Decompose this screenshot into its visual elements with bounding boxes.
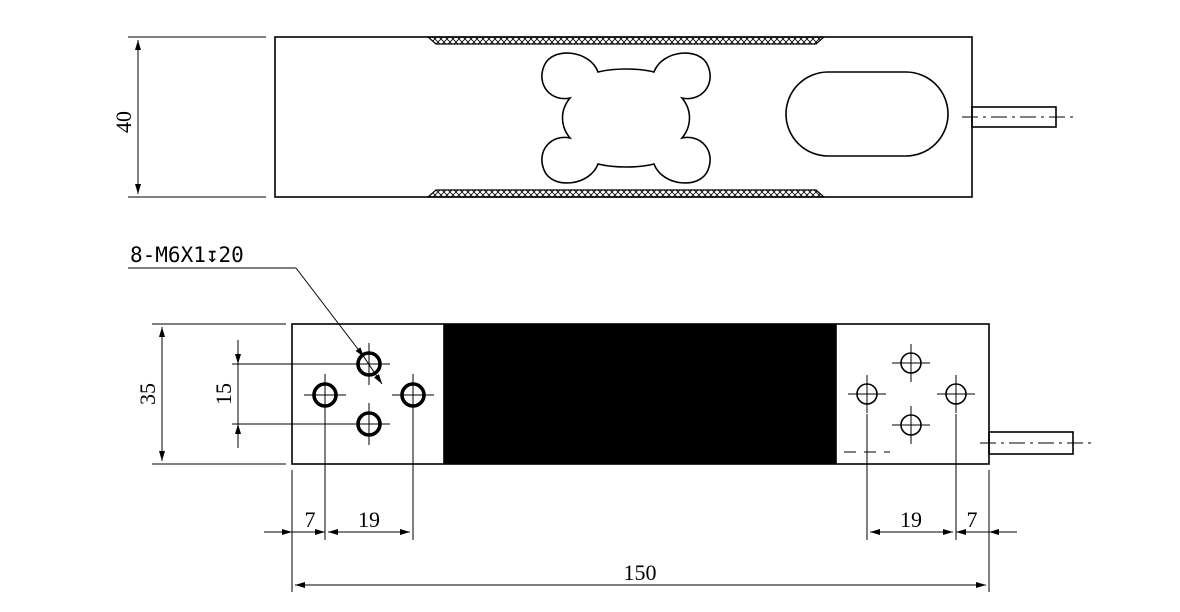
thread-callout-text: 8-M6X1↧20 xyxy=(130,243,244,267)
left-hole-group xyxy=(304,343,434,445)
right-hole-top xyxy=(892,344,930,382)
right-hole-group xyxy=(848,344,975,444)
top-view: 40 xyxy=(111,36,1074,198)
right-spacing-dim-text: 19 xyxy=(900,507,922,532)
bottom-view: 35 15 8-M6X1↧20 7 19 19 7 150 xyxy=(128,243,1092,592)
right-hole-left xyxy=(848,375,886,413)
callout-leader xyxy=(295,267,365,358)
strain-gauge-area xyxy=(444,324,836,464)
right-edge-dim-text: 7 xyxy=(967,507,978,532)
flexure-cutout xyxy=(541,52,711,184)
right-hole-right xyxy=(937,375,975,413)
bottom-knurl-band xyxy=(426,189,826,198)
total-length-dim-text: 150 xyxy=(624,560,657,585)
left-spacing-dim-text: 19 xyxy=(358,507,380,532)
top-height-dim-text: 40 xyxy=(111,111,136,133)
left-hole-left xyxy=(304,374,346,416)
hole-spacing-dim-text: 15 xyxy=(211,383,236,405)
left-edge-dim-text: 7 xyxy=(305,507,316,532)
right-hole-bottom xyxy=(892,406,930,444)
left-hole-right xyxy=(392,374,434,416)
top-view-body xyxy=(274,36,973,198)
callout-leader-2 xyxy=(363,356,383,385)
top-knurl-band xyxy=(426,36,826,45)
bottom-height-dim-text: 35 xyxy=(135,383,160,405)
oval-slot xyxy=(785,71,949,157)
